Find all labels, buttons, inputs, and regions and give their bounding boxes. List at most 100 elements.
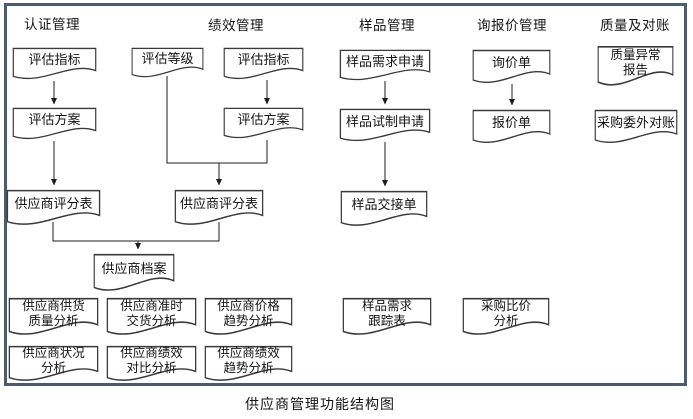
node-label-line: 质量异常 — [610, 47, 661, 62]
node-label: 供应商准时 交货分析 — [106, 297, 197, 328]
diagram-frame — [4, 3, 687, 386]
node-purchase-price-compare: 采购比价 分析 — [462, 297, 550, 337]
node-label: 供应商评分表 — [6, 189, 101, 220]
node-perf-trend-analysis: 供应商绩效 趋势分析 — [204, 345, 293, 383]
node-label: 评估等级 — [131, 47, 204, 72]
node-label-line: 评估等级 — [141, 52, 194, 67]
node-perf-eval-index: 评估指标 — [223, 47, 304, 81]
node-label-line: 供应商供货 — [22, 297, 85, 313]
node-label: 供应商档案 — [93, 253, 175, 286]
node-supplier-status-analysis: 供应商状况 分析 — [8, 345, 99, 383]
node-label-line: 供应商评分表 — [14, 197, 93, 212]
node-label: 报价单 — [472, 109, 551, 138]
node-label-line: 样品试制申请 — [345, 114, 424, 130]
document-shape — [106, 297, 197, 335]
node-label-line: 趋势分析 — [223, 312, 274, 328]
diagram-caption: 供应商管理功能结构图 — [245, 397, 395, 413]
document-shape — [6, 189, 101, 225]
node-label: 样品交接单 — [340, 190, 428, 221]
header-inquiry: 询报价管理 — [477, 18, 547, 34]
document-shape — [339, 49, 431, 81]
node-label-line: 采购委外对账 — [596, 116, 675, 131]
document-shape — [204, 297, 293, 335]
node-label: 供应商状况 分析 — [8, 344, 99, 375]
document-shape — [340, 190, 428, 226]
document-shape — [131, 47, 204, 78]
node-label-line: 供应商绩效 — [120, 344, 183, 360]
elbow-grade-plan-merge — [166, 76, 268, 164]
document-shape — [462, 297, 550, 335]
node-label: 样品需求申请 — [339, 49, 431, 75]
node-sample-handover: 样品交接单 — [340, 190, 428, 228]
node-label: 供应商评分表 — [174, 189, 264, 220]
node-label: 供应商供货 质量分析 — [8, 297, 99, 328]
node-label: 质量异常 报告 — [597, 45, 674, 79]
document-shape — [8, 345, 99, 381]
document-shape — [223, 47, 304, 80]
node-label-line: 供应商评分表 — [179, 197, 258, 212]
header-certification: 认证管理 — [24, 17, 80, 33]
node-label-line: 采购比价 — [480, 297, 531, 313]
document-shape — [339, 108, 431, 142]
node-perf-eval-plan: 评估方案 — [223, 107, 304, 140]
node-label-line: 样品交接单 — [351, 198, 417, 213]
header-performance: 绩效管理 — [208, 18, 264, 34]
node-label: 供应商价格 趋势分析 — [204, 297, 293, 328]
node-label-line: 报告 — [622, 62, 648, 77]
node-label-line: 样品需求 — [361, 297, 412, 313]
node-label-line: 评估方案 — [237, 112, 290, 128]
header-quality: 质量及对账 — [600, 18, 670, 34]
document-shape — [342, 297, 432, 335]
document-shape — [597, 45, 674, 86]
elbow-scores-merge — [52, 222, 220, 242]
node-sample-trial-request: 样品试制申请 — [339, 108, 431, 143]
node-sample-demand-tracking: 样品需求 跟踪表 — [342, 297, 432, 337]
node-purchase-outsource-recon: 采购委外对账 — [594, 109, 678, 145]
node-label-line: 供应商状况 — [22, 344, 85, 360]
node-label: 采购委外对账 — [594, 109, 678, 138]
node-cert-eval-plan: 评估方案 — [12, 107, 97, 141]
document-shape — [223, 107, 304, 139]
node-label-line: 供应商绩效 — [217, 344, 280, 360]
node-label: 评估方案 — [12, 107, 97, 134]
document-shape — [93, 253, 175, 291]
document-shape — [106, 345, 197, 381]
node-cert-eval-index: 评估指标 — [12, 47, 97, 81]
node-label-line: 评估方案 — [28, 113, 81, 128]
node-label-line: 供应商档案 — [101, 262, 167, 277]
node-label-line: 评估指标 — [28, 53, 81, 68]
node-label-line: 样品需求申请 — [345, 54, 424, 70]
node-label: 评估指标 — [12, 47, 97, 74]
node-label: 供应商绩效 趋势分析 — [204, 344, 293, 375]
document-shape — [472, 49, 551, 83]
node-label-line: 跟踪表 — [368, 312, 406, 328]
node-label-line: 分析 — [40, 359, 66, 375]
node-label: 询价单 — [472, 49, 551, 78]
node-label: 供应商绩效 对比分析 — [106, 344, 197, 375]
node-perf-score-sheet: 供应商评分表 — [174, 189, 264, 227]
node-quality-abnormal-report: 质量异常 报告 — [597, 45, 674, 88]
node-quote-sheet: 报价单 — [472, 109, 551, 145]
document-shape — [174, 189, 264, 225]
node-supplier-archive: 供应商档案 — [93, 253, 175, 293]
node-label: 样品需求 跟踪表 — [342, 297, 432, 328]
document-shape — [204, 345, 293, 381]
node-label-line: 交货分析 — [126, 312, 177, 328]
node-supply-quality-analysis: 供应商供货 质量分析 — [8, 297, 99, 337]
node-label-line: 报价单 — [491, 116, 531, 131]
node-label-line: 供应商准时 — [120, 297, 183, 313]
node-label-line: 对比分析 — [126, 359, 177, 375]
node-label: 采购比价 分析 — [462, 297, 550, 328]
node-label-line: 供应商价格 — [217, 297, 280, 313]
node-inquiry-sheet: 询价单 — [472, 49, 551, 85]
node-label-line: 分析 — [493, 312, 519, 328]
header-sample: 样品管理 — [359, 18, 415, 34]
node-ontime-delivery-analysis: 供应商准时 交货分析 — [106, 297, 197, 337]
node-label-line: 评估指标 — [237, 53, 290, 68]
document-shape — [472, 109, 551, 143]
node-label-line: 趋势分析 — [223, 359, 274, 375]
node-label: 评估指标 — [223, 47, 304, 74]
document-shape — [594, 109, 678, 144]
document-shape — [12, 107, 97, 140]
